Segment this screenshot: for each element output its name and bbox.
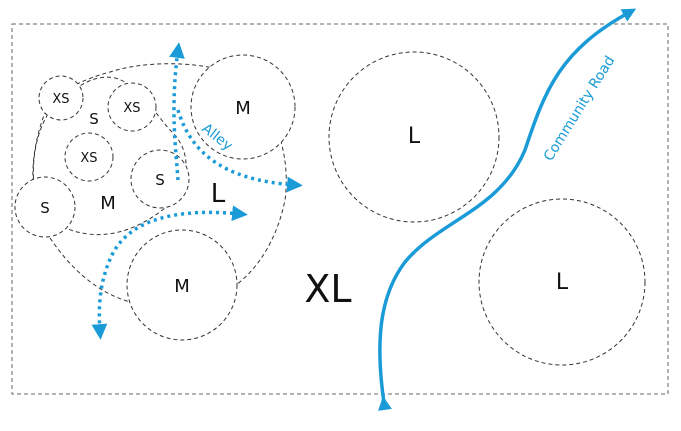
zone-m-cluster-label: M [100,193,116,214]
zone-m-top-label: M [235,98,251,119]
alley-path-curve [176,109,303,193]
zone-xl-label: XL [304,267,351,311]
xl-boundary [11,23,669,395]
zone-xs-1-circle [38,75,84,121]
community-road-path [378,8,637,411]
zone-s-3-circle [14,176,76,238]
zone-xs-1-label: XS [52,92,69,107]
zone-xs-2-label: XS [123,101,140,116]
zone-m-bottom-label: M [174,276,190,297]
zone-l-upper-label: L [408,124,421,149]
alley-path-lower [91,205,248,340]
zone-s-3-label: S [40,199,50,217]
zone-l-lower-label: L [556,270,569,295]
zone-m-top-circle [190,54,296,160]
zone-xs-2-circle [107,82,157,132]
community-road-label: Community Road [541,53,618,164]
zone-xs-3-label: XS [80,151,97,166]
l-cluster-boundary [32,63,287,304]
zone-s-1-label: S [89,110,99,128]
zone-xs-3-circle [64,132,114,182]
zone-l-cluster-label: L [211,179,226,209]
zone-s-2-label: S [155,171,165,189]
